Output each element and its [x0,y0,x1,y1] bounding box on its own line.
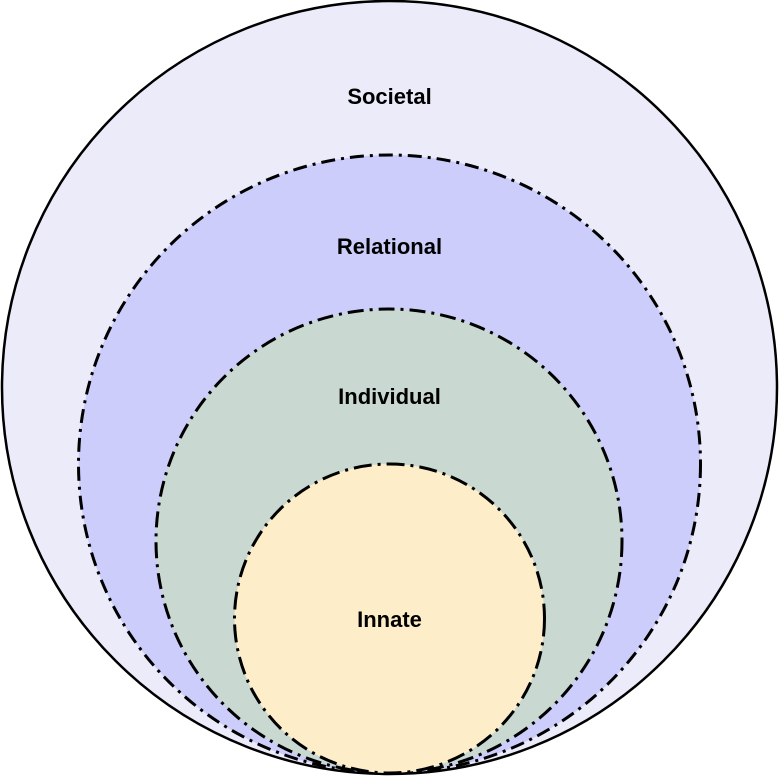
innate-circle [233,462,546,775]
relational-label: Relational [337,234,442,259]
layer-innate: Innate [233,462,546,775]
individual-label: Individual [338,384,441,409]
innate-label: Innate [357,607,422,632]
societal-label: Societal [347,84,431,109]
